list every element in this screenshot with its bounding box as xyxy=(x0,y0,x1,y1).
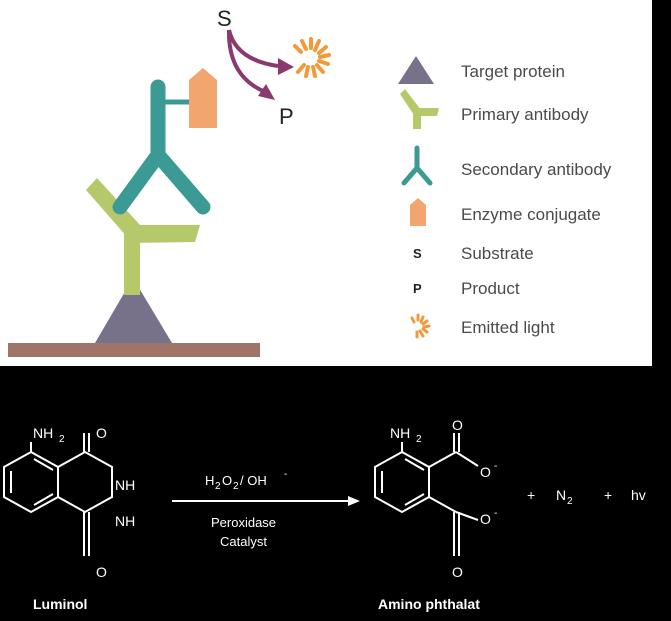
reaction-arrows xyxy=(226,29,294,100)
emitted-light xyxy=(293,37,331,78)
enzyme-icon xyxy=(410,198,426,226)
legend-label-substrate: Substrate xyxy=(461,244,534,263)
product-name: Amino phthalat xyxy=(378,596,480,612)
luminol-name: Luminol xyxy=(33,596,87,612)
reagent-sup: - xyxy=(284,469,287,480)
luminol-nh-2: NH xyxy=(115,513,135,529)
reagent-h-sub: 2 xyxy=(215,481,221,492)
product-o-2b: O xyxy=(452,564,463,580)
aminophthalate-structure xyxy=(374,433,479,556)
photon-hv: hv xyxy=(631,487,646,503)
triangle-icon xyxy=(398,56,434,84)
legend: Target protein Primary antibody Secondar… xyxy=(398,56,612,339)
secondary-antibody xyxy=(112,79,211,215)
nitrogen-formula: N xyxy=(556,487,566,503)
substrate-letter: S xyxy=(217,6,232,31)
letter-p-icon: P xyxy=(413,281,422,296)
product-o-2-sup: - xyxy=(494,508,497,519)
luminol-nh-1: NH xyxy=(115,477,135,493)
product-o-1b: O xyxy=(480,464,491,480)
luminol-structure xyxy=(3,433,113,556)
reagent-formula: H 2 O 2 / OH - xyxy=(205,469,287,492)
plus-sign-1: + xyxy=(527,487,535,503)
luminol-o-top: O xyxy=(96,425,107,441)
product-o-1-sup: - xyxy=(494,461,497,472)
target-protein xyxy=(95,278,172,343)
legend-label-light: Emitted light xyxy=(461,318,555,337)
reaction-arrow xyxy=(172,496,360,506)
plus-sign-2: + xyxy=(604,487,612,503)
letter-s-icon: S xyxy=(413,246,422,261)
legend-label-enzyme: Enzyme conjugate xyxy=(461,205,601,224)
legend-label-target: Target protein xyxy=(461,62,565,81)
reagent-h: H xyxy=(205,473,214,488)
product-o-1: O xyxy=(452,417,463,433)
immunoassay-diagram: S P Target protein Primary antib xyxy=(8,6,612,357)
legend-label-primary: Primary antibody xyxy=(461,105,589,124)
product-o-2: O xyxy=(480,511,491,527)
reagent-rest: / OH xyxy=(240,473,267,488)
reagent-o-sub: 2 xyxy=(233,481,239,492)
product-nh2: NH xyxy=(390,425,410,441)
legend-label-secondary: Secondary antibody xyxy=(461,160,612,179)
product-letter: P xyxy=(279,104,294,129)
enzyme-conjugate xyxy=(189,68,217,128)
condition-line-2: Catalyst xyxy=(220,534,267,549)
luminol-o-bottom: O xyxy=(96,564,107,580)
nitrogen-sub: 2 xyxy=(567,496,573,507)
primary-antibody-icon xyxy=(400,89,439,129)
reagent-o: O xyxy=(222,473,232,488)
product-nh2-sub: 2 xyxy=(416,434,422,445)
secondary-antibody-icon xyxy=(401,145,433,186)
surface-bar xyxy=(8,343,260,357)
emitted-light-icon xyxy=(410,313,431,339)
luminol-nh2: NH xyxy=(33,425,53,441)
condition-line-1: Peroxidase xyxy=(211,515,276,530)
immunoassay-panel: S P Target protein Primary antib xyxy=(0,0,652,366)
legend-label-product: Product xyxy=(461,279,520,298)
luminol-nh2-sub: 2 xyxy=(59,434,65,445)
